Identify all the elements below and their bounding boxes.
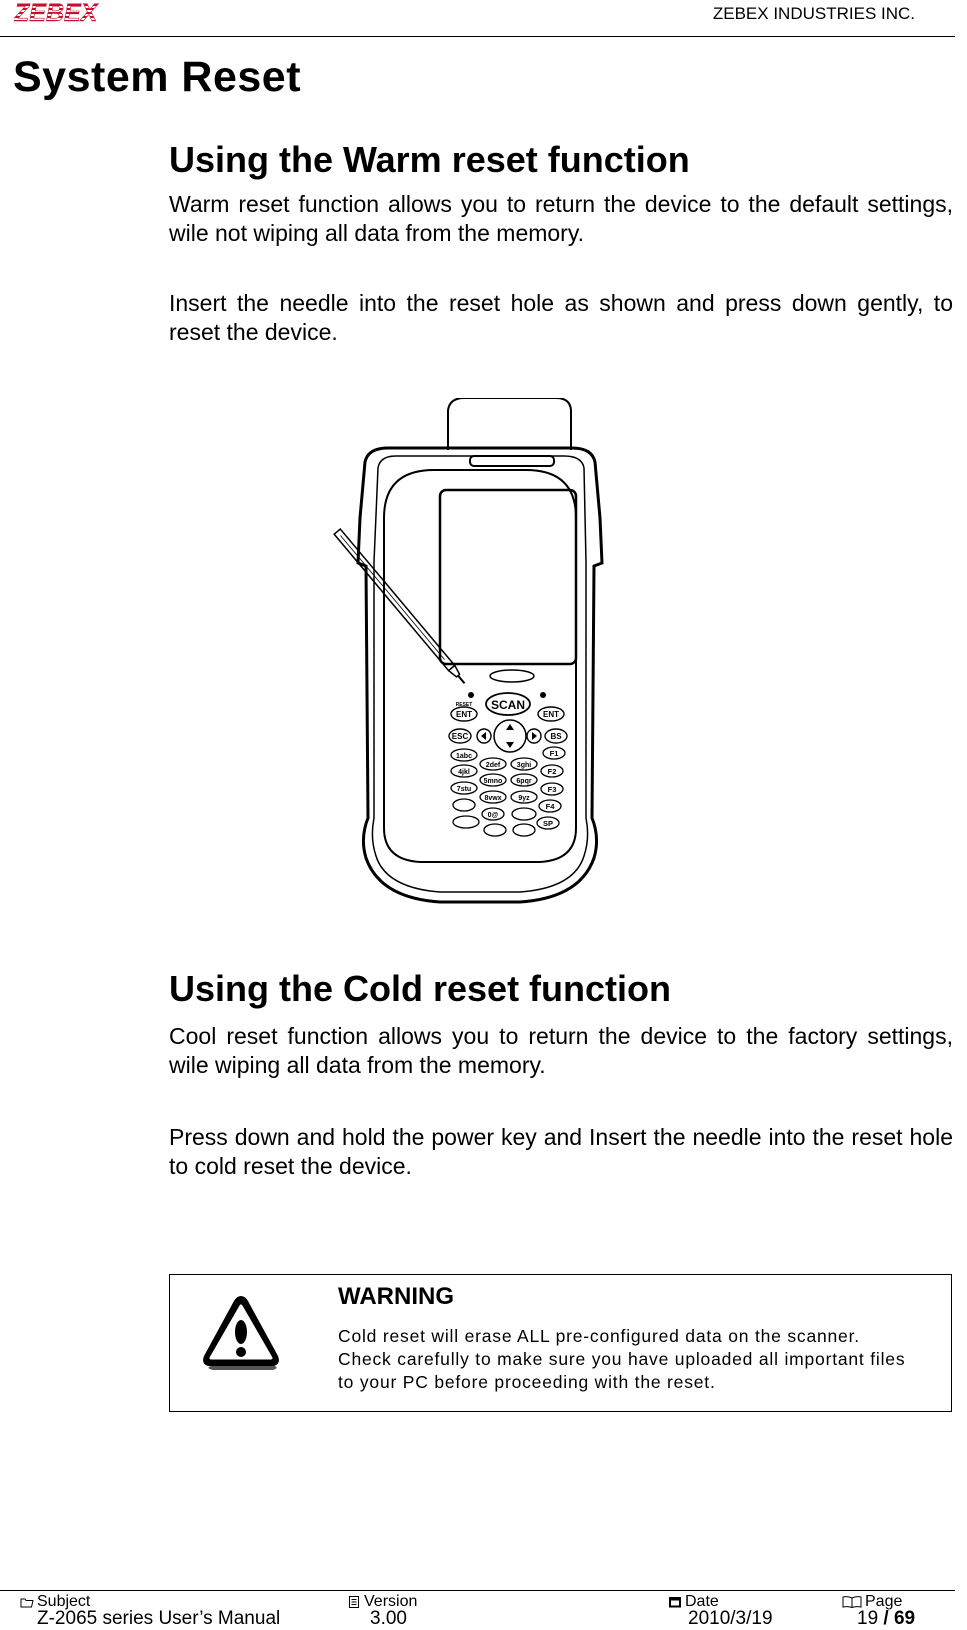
key-2	[479, 757, 507, 771]
key-0-label: 0@	[488, 812, 499, 819]
f4-key	[538, 799, 562, 813]
footer-subject-value: Z-2065 series User’s Manual	[37, 1608, 281, 1629]
reset-hole	[468, 692, 474, 698]
cold-reset-heading: Using the Cold reset function	[169, 968, 672, 1009]
warm-reset-heading: Using the Warm reset function	[169, 139, 690, 180]
esc-key	[448, 728, 472, 744]
footer-version-label: Version	[347, 1593, 417, 1611]
key-5-label: 5mno	[484, 778, 503, 785]
nav-arrows-horizontal	[481, 732, 537, 740]
front-panel	[383, 469, 577, 863]
logo-text: ZEBEX	[14, 0, 99, 24]
key-star	[452, 798, 476, 812]
key-power	[452, 815, 480, 829]
key-6-label: 6pqr	[516, 778, 531, 785]
cold-reset-description: Cool reset function allows you to return…	[169, 1023, 953, 1078]
f1-label: F1	[550, 749, 559, 758]
key-2-label: 2def	[486, 762, 501, 769]
f2-key	[540, 764, 564, 778]
key-8	[479, 790, 507, 804]
version-label-text: Version	[364, 1593, 418, 1610]
sp-key	[536, 816, 560, 830]
nav-arrows-vertical	[506, 724, 514, 748]
key-5	[479, 773, 507, 787]
key-4-label: 4jkl	[458, 769, 470, 776]
subject-label-text: Subject	[37, 1593, 91, 1610]
nav-pad	[493, 719, 527, 753]
page-current: 19	[857, 1608, 879, 1629]
device-body	[356, 446, 604, 904]
key-8-label: 8vwx	[484, 795, 501, 802]
bs-label: BS	[550, 732, 562, 741]
sp-label: SP	[543, 819, 553, 828]
page-total: 69	[893, 1608, 916, 1629]
book-icon	[842, 1596, 862, 1608]
cold-reset-instructions: Press down and hold the power key and In…	[169, 1124, 953, 1179]
device-inner-edge	[371, 455, 589, 893]
date-label-text: Date	[685, 1593, 719, 1610]
indicator-light	[540, 692, 546, 698]
key-4	[450, 764, 478, 778]
page-label-text: Page	[865, 1593, 903, 1610]
footer-version-value: 3.00	[370, 1608, 407, 1629]
ent-left-label: ENT	[456, 710, 472, 719]
reset-label: RESET	[456, 702, 473, 708]
f3-label: F3	[548, 785, 557, 794]
footer-page-label: Page	[842, 1593, 902, 1611]
warning-title: WARNING	[338, 1283, 454, 1310]
f2-label: F2	[548, 767, 557, 776]
key-3	[510, 757, 538, 771]
key-shift	[512, 823, 536, 837]
company-name: ZEBEX INDUSTRIES INC.	[712, 4, 915, 23]
nav-left-key	[476, 728, 492, 744]
header-divider	[0, 36, 955, 37]
footer-date-value: 2010/3/19	[688, 1608, 773, 1629]
warning-icon	[203, 1296, 279, 1370]
key-9	[510, 790, 538, 804]
ent-left-key	[450, 706, 478, 722]
key-0	[481, 807, 505, 821]
warning-box: WARNING Cold reset will erase ALL pre-co…	[169, 1274, 952, 1412]
key-tab	[483, 823, 507, 837]
key-enter-arrow	[511, 807, 537, 821]
key-9-label: 9yz	[518, 795, 530, 802]
warning-text: Cold reset will erase ALL pre-configured…	[338, 1326, 906, 1392]
key-7	[450, 781, 478, 795]
key-3-label: 3ghi	[517, 762, 531, 769]
page-title: System Reset	[13, 53, 302, 101]
ent-right-key	[537, 706, 565, 722]
key-1-label: 1abc	[456, 753, 472, 760]
device-illustration: RESET SCAN ENT ENT ESC BS F1 F2 F3 F4 SP…	[333, 398, 604, 904]
bs-key	[544, 728, 568, 744]
f3-key	[540, 782, 564, 796]
folder-icon	[20, 1598, 34, 1608]
stylus	[333, 528, 466, 684]
ent-right-label: ENT	[543, 710, 559, 719]
key-6	[510, 773, 538, 787]
nav-right-key	[526, 728, 542, 744]
footer-date-label: Date	[668, 1593, 719, 1611]
scan-key	[485, 692, 531, 716]
key-1	[450, 748, 478, 762]
f4-label: F4	[546, 802, 556, 811]
warm-reset-description: Warm reset function allows you to return…	[169, 191, 953, 246]
footer-page-value: 19 / 69	[857, 1608, 915, 1630]
footer-divider	[0, 1590, 955, 1591]
scanner-cap	[447, 398, 572, 450]
zebex-logo: ZEBEX	[14, 0, 99, 24]
speaker-slot	[469, 455, 555, 467]
key-7-label: 7stu	[457, 786, 471, 793]
esc-label: ESC	[452, 732, 469, 741]
footer-subject-label: Subject	[20, 1593, 90, 1611]
screen	[438, 488, 578, 666]
page-separator: /	[883, 1608, 889, 1629]
warm-reset-instructions: Insert the needle into the reset hole as…	[169, 290, 953, 345]
scan-label: SCAN	[491, 698, 525, 712]
logo-badge	[489, 669, 535, 683]
document-icon	[349, 1596, 359, 1608]
f1-key	[542, 746, 566, 760]
calendar-icon	[669, 1597, 681, 1608]
